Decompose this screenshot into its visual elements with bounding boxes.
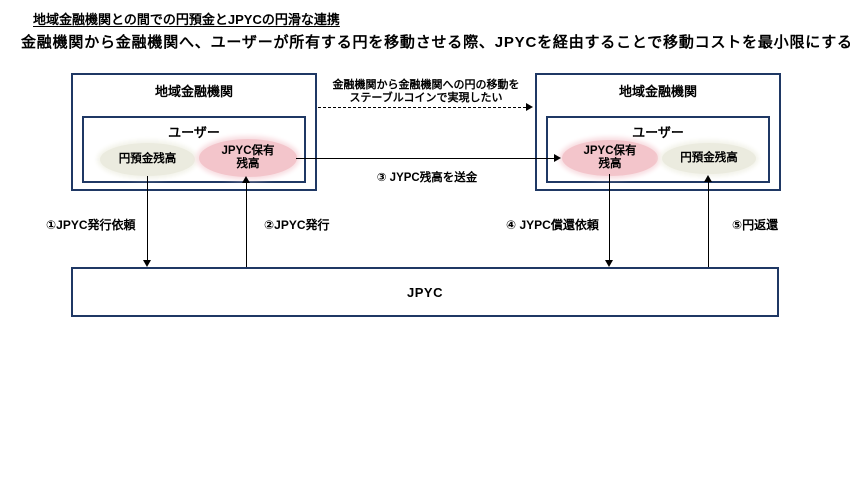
flow5-line [708, 182, 709, 267]
jpyc-platform-label: JPYC [407, 284, 443, 300]
left-jpyc-balance-label-line2: 残高 [236, 158, 260, 170]
left-bank-title: 地域金融機関 [154, 84, 233, 99]
flow3-label: ③ JYPC残高を送金 [376, 172, 478, 184]
flow5-arrowhead-up-icon [704, 175, 712, 182]
flow1-line [147, 176, 148, 261]
flow2-line [246, 183, 247, 267]
flow2-arrowhead-up-icon [242, 176, 250, 183]
right-deposit-balance-label: 円預金残高 [680, 152, 738, 164]
page-title: 地域金融機関との間での円預金とJPYCの円滑な連携 [33, 12, 340, 27]
flow3-line [296, 158, 554, 159]
dashed-transfer-arrowhead-right-icon [526, 103, 533, 111]
page-subtitle: 金融機関から金融機関へ、ユーザーが所有する円を移動させる際、JPYCを経由するこ… [21, 34, 850, 51]
right-jpyc-balance-ellipse: JPYC保有 残高 [562, 140, 658, 176]
dashed-transfer-line [318, 107, 526, 108]
right-user-title: ユーザー [632, 125, 684, 140]
left-jpyc-balance-ellipse: JPYC保有 残高 [199, 139, 297, 177]
flow1-label: ①JPYC発行依頼 [46, 218, 136, 232]
left-deposit-balance-ellipse: 円預金残高 [100, 143, 195, 176]
right-jpyc-balance-label-line2: 残高 [598, 158, 622, 170]
transfer-note: 金融機関から金融機関への円の移動を ステーブルコインで実現したい [320, 79, 532, 105]
flow4-label: ④ JYPC償還依頼 [506, 218, 599, 232]
flow3-arrowhead-right-icon [554, 154, 561, 162]
right-jpyc-balance-label-line1: JPYC保有 [583, 145, 637, 157]
left-deposit-balance-label: 円預金残高 [118, 153, 177, 165]
flow1-arrowhead-down-icon [143, 260, 151, 267]
flow4-arrowhead-down-icon [605, 260, 613, 267]
transfer-note-line2: ステーブルコインで実現したい [349, 92, 503, 104]
flow2-label: ②JPYC発行 [264, 218, 330, 232]
left-jpyc-balance-label-line1: JPYC保有 [221, 145, 275, 157]
right-deposit-balance-ellipse: 円預金残高 [662, 143, 756, 174]
flow5-label: ⑤円返還 [732, 218, 779, 232]
flow4-line [609, 174, 610, 261]
left-user-title: ユーザー [168, 125, 220, 140]
right-bank-title: 地域金融機関 [618, 84, 697, 99]
jpyc-platform-box: JPYC [71, 267, 779, 317]
transfer-note-line1: 金融機関から金融機関への円の移動を [332, 79, 520, 91]
